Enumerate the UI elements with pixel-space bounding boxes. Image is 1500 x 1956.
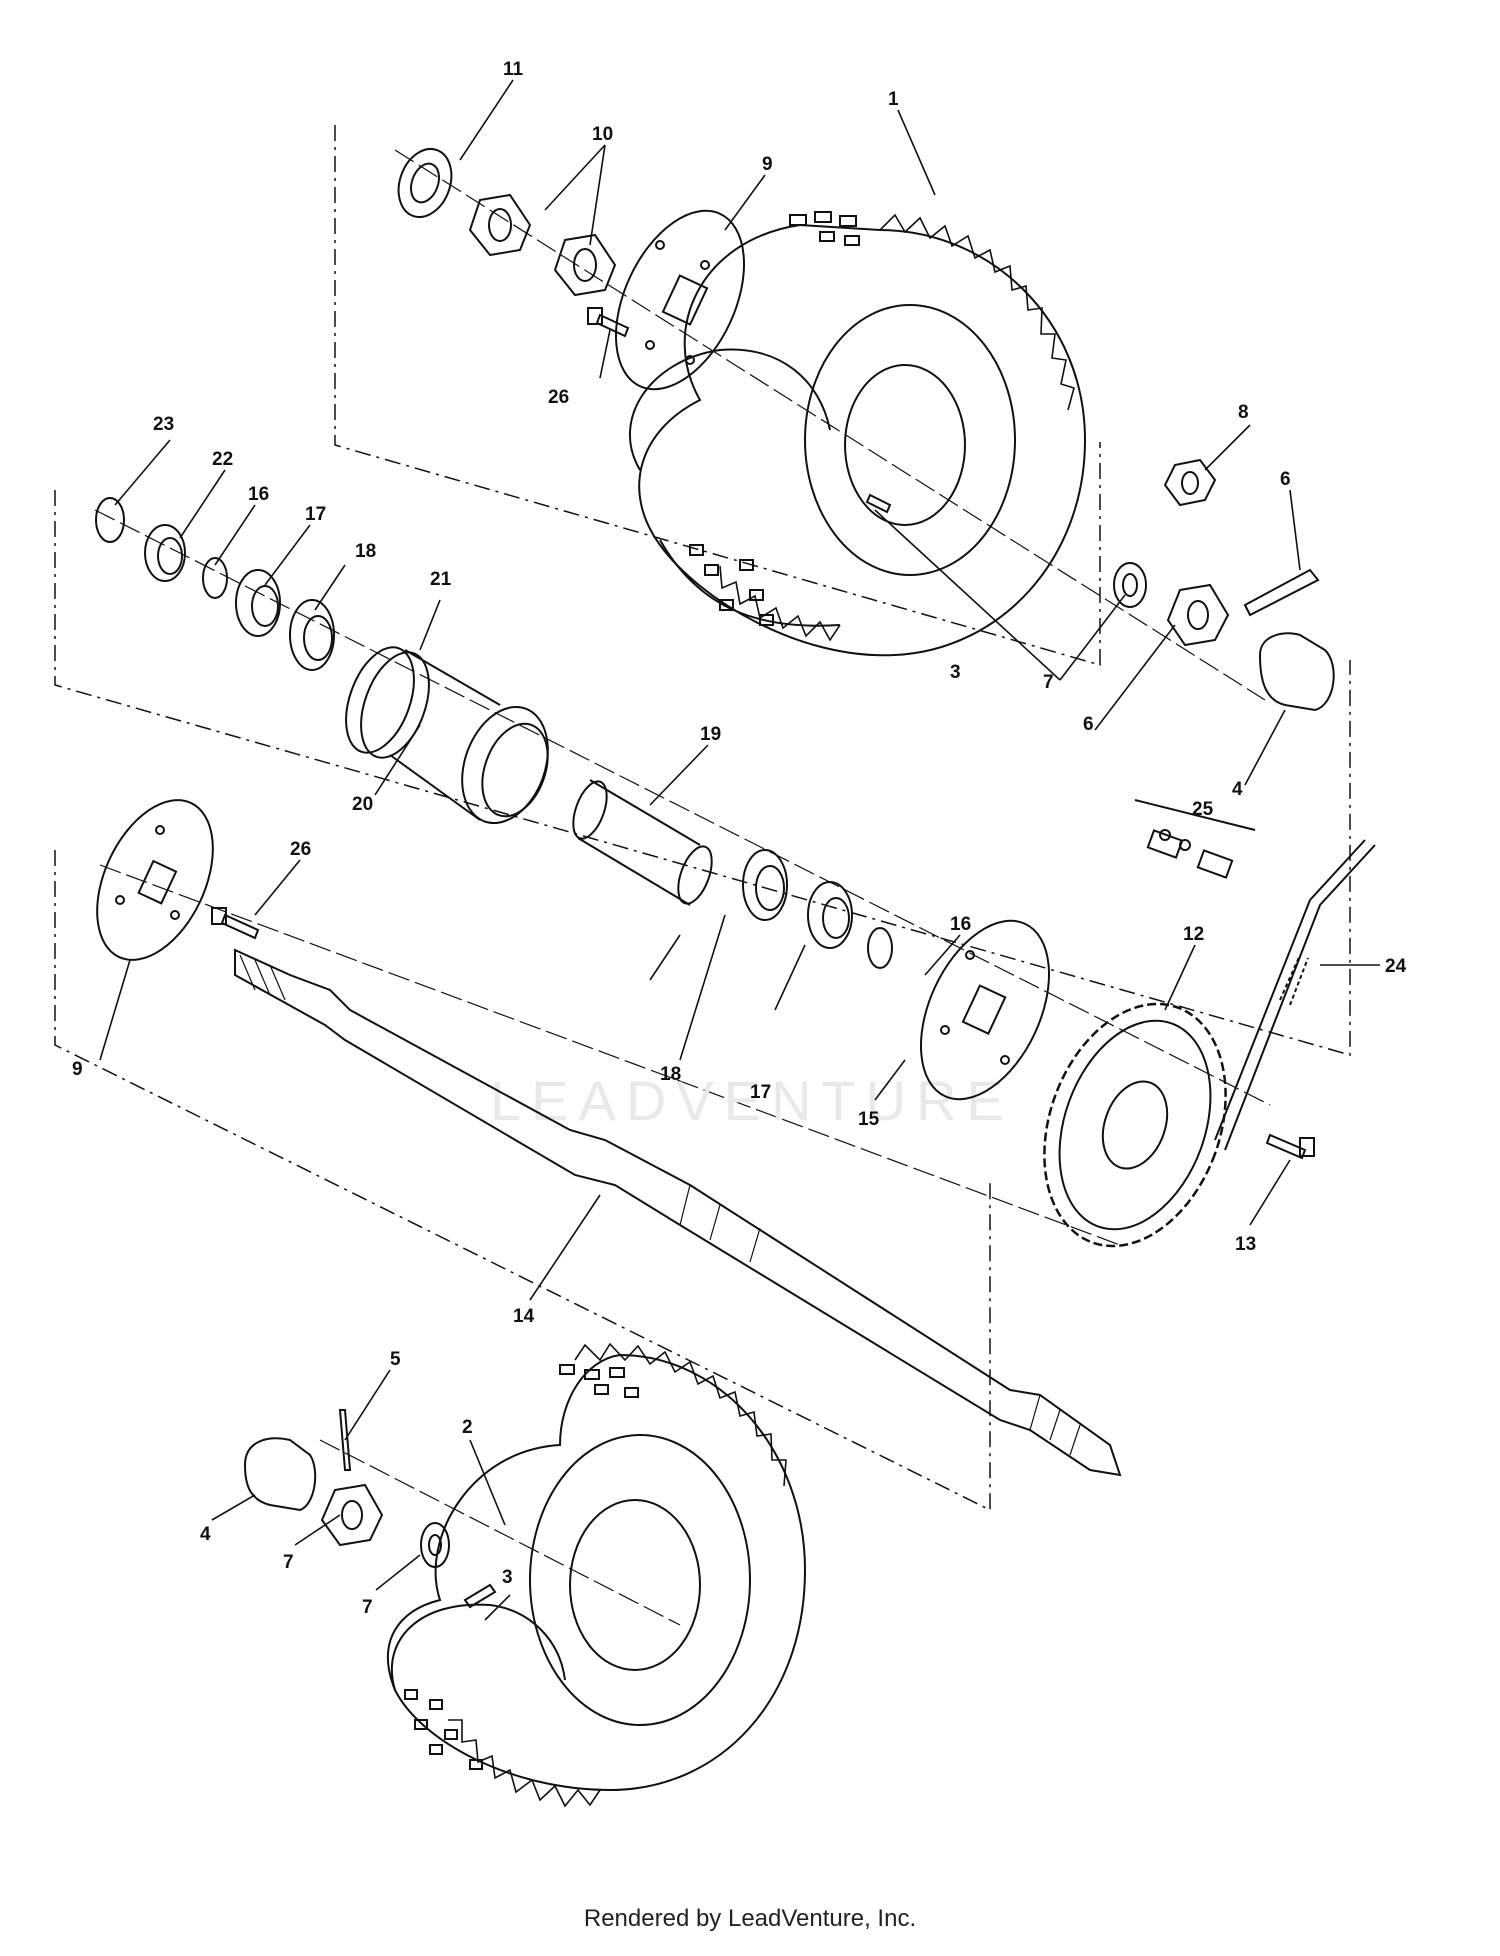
callout-17-lower: 17 bbox=[750, 1082, 771, 1103]
upper-tire bbox=[629, 211, 1087, 657]
callout-20: 20 bbox=[352, 794, 373, 815]
callout-9-lower: 9 bbox=[72, 1059, 83, 1080]
callout-24: 24 bbox=[1385, 956, 1407, 977]
upper-hub bbox=[614, 209, 746, 391]
callout-7-upper: 7 bbox=[1043, 672, 1054, 693]
callout-19: 19 bbox=[700, 724, 721, 745]
callout-5-upper: 6 bbox=[1280, 469, 1291, 490]
callout-21: 21 bbox=[430, 569, 452, 590]
callout-15: 15 bbox=[858, 1109, 880, 1130]
callout-1: 1 bbox=[888, 89, 899, 110]
callout-2: 2 bbox=[462, 1417, 473, 1438]
footer-credit: Rendered by LeadVenture, Inc. bbox=[583, 1905, 917, 1932]
spacer-tube bbox=[572, 779, 713, 906]
watermark: LEADVENTURE bbox=[490, 1069, 1014, 1132]
bolts bbox=[211, 307, 1315, 1609]
callout-17-upper: 17 bbox=[305, 504, 326, 525]
lower-hub bbox=[96, 799, 214, 961]
hub-nuts-upper bbox=[397, 148, 617, 297]
callout-18-upper: 18 bbox=[355, 541, 376, 562]
callout-12: 12 bbox=[1183, 924, 1204, 945]
left-bearing-stack bbox=[95, 497, 335, 671]
callout-8: 8 bbox=[1238, 402, 1249, 423]
callout-6-upper: 6 bbox=[1083, 714, 1094, 735]
lower-tire bbox=[386, 1342, 807, 1808]
drive-chain bbox=[1214, 839, 1376, 1151]
callout-3-lower: 3 bbox=[502, 1567, 513, 1588]
upper-axle-nut-assembly bbox=[1113, 458, 1335, 712]
callout-18-lower: 18 bbox=[660, 1064, 681, 1085]
master-link bbox=[1134, 799, 1256, 879]
callout-4-upper: 4 bbox=[1232, 779, 1243, 800]
callout-7-lower: 7 bbox=[362, 1597, 373, 1618]
callout-14: 14 bbox=[513, 1306, 535, 1327]
bearing-housing bbox=[345, 646, 549, 825]
callout-9-upper: 9 bbox=[762, 154, 773, 175]
callout-22: 22 bbox=[212, 449, 233, 470]
rear-axle bbox=[234, 948, 1122, 1477]
leader-lines bbox=[99, 79, 1380, 1621]
lower-axle-nut-assembly bbox=[243, 1409, 450, 1568]
callout-16-upper: 16 bbox=[248, 484, 269, 505]
callout-11: 11 bbox=[503, 59, 524, 80]
callout-6-lower: 7 bbox=[283, 1552, 294, 1573]
callouts: 11 10 1 9 26 8 6 3 7 6 4 25 23 22 16 17 … bbox=[72, 59, 1407, 1618]
callout-3-upper: 3 bbox=[950, 662, 961, 683]
callout-13: 13 bbox=[1235, 1234, 1256, 1255]
sprocket bbox=[1043, 1002, 1227, 1248]
callout-26-upper: 26 bbox=[548, 387, 569, 408]
callout-16-lower: 16 bbox=[950, 914, 971, 935]
callout-25: 25 bbox=[1192, 799, 1214, 820]
callout-26-lower: 26 bbox=[290, 839, 311, 860]
right-bearing-stack bbox=[742, 849, 893, 969]
callout-5-lower: 5 bbox=[390, 1349, 401, 1370]
center-axes bbox=[94, 149, 1271, 1626]
sprocket-hub bbox=[919, 919, 1051, 1101]
callout-4-lower: 4 bbox=[200, 1524, 211, 1545]
callout-23: 23 bbox=[153, 414, 174, 435]
callout-10: 10 bbox=[592, 124, 613, 145]
